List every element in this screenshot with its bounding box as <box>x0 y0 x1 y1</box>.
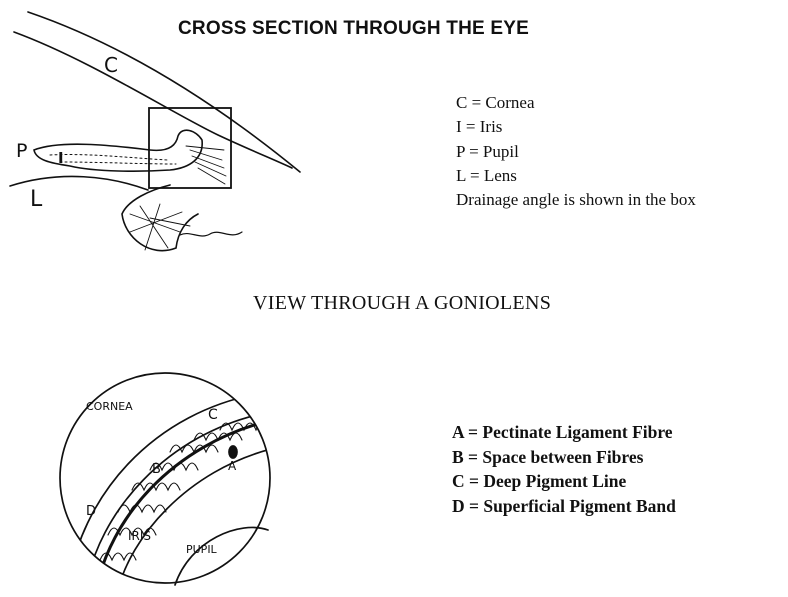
superficial-pigment-band-inner <box>85 411 270 583</box>
drainage-angle-box <box>148 107 232 189</box>
legend-item-d: D = Superficial Pigment Band <box>452 495 676 516</box>
ciliary-body <box>121 184 199 252</box>
label-gonio-c: C <box>208 407 218 423</box>
iris-edge <box>117 447 270 583</box>
cross-section-legend: C = Cornea I = Iris P = Pupil L = Lens D… <box>456 91 696 212</box>
goniolens-view-circle <box>59 372 271 584</box>
cornea-outer-curve <box>27 11 301 173</box>
label-gonio-a: A <box>228 459 237 473</box>
label-cornea: C <box>104 53 118 77</box>
legend-item-drainage-angle: Drainage angle is shown in the box <box>456 190 696 210</box>
lens-curve <box>9 175 149 191</box>
legend-item-iris: I = Iris <box>456 117 503 137</box>
legend-item-cornea: C = Cornea <box>456 93 535 112</box>
deep-pigment-line <box>94 418 270 583</box>
legend-item-b: B = Space between Fibres <box>452 446 644 467</box>
label-gonio-cornea: CORNEA <box>86 400 133 413</box>
iris-outline <box>33 129 203 172</box>
fibre-marker-a <box>228 445 238 459</box>
legend-item-pupil: P = Pupil <box>456 141 519 161</box>
pectinate-fibres <box>99 422 269 562</box>
pupil-outline <box>174 526 269 586</box>
label-gonio-b: B <box>152 462 161 477</box>
label-gonio-iris: IRIS <box>128 529 151 543</box>
iris-texture <box>49 154 177 165</box>
label-iris: I <box>58 149 64 167</box>
page-title: CROSS SECTION THROUGH THE EYE <box>178 18 530 39</box>
legend-item-a: A = Pectinate Ligament Fibre <box>452 422 673 442</box>
label-pupil: P <box>16 140 27 162</box>
legend-item-lens: L = Lens <box>456 165 517 185</box>
ciliary-meshwork <box>129 203 191 251</box>
label-lens: L <box>30 187 43 212</box>
label-gonio-pupil: PUPIL <box>186 543 218 556</box>
angle-fibres <box>185 145 227 185</box>
sclera-line <box>179 231 243 237</box>
legend-item-c: C = Deep Pigment Line <box>452 471 627 491</box>
label-gonio-d: D <box>86 504 96 519</box>
cornea-inner-curve <box>13 31 293 169</box>
goniolens-legend: A = Pectinate Ligament Fibre B = Space b… <box>452 420 676 518</box>
section-subtitle: VIEW THROUGH A GONIOLENS <box>253 292 552 314</box>
